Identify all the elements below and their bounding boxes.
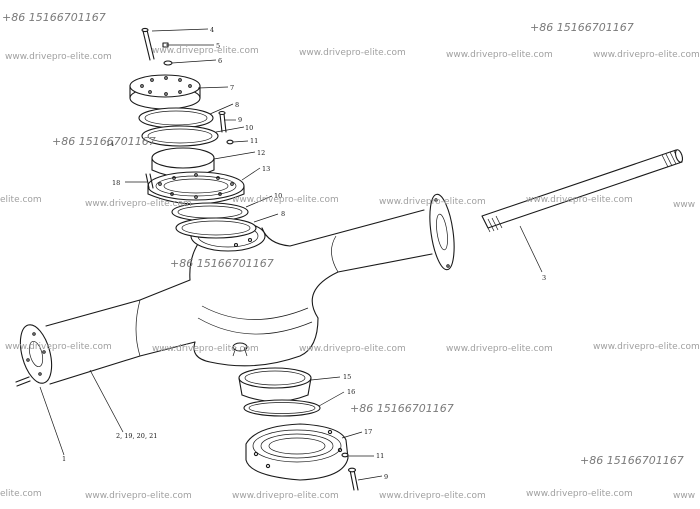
part-label-4: 4: [210, 26, 214, 34]
watermark-site: www: [673, 200, 696, 210]
part-label-13: 13: [262, 165, 270, 173]
part-label-9: 9: [238, 116, 242, 124]
part-label-17: 17: [364, 428, 372, 436]
watermark-site: www.drivepro-elite.com: [593, 50, 700, 60]
watermark-site: www.drivepro-elite.com: [85, 491, 192, 501]
watermark-phone: +86 15166701167: [52, 135, 156, 148]
watermark-site: www.drivepro-elite.com: [5, 52, 112, 62]
watermark-phone: +86 15166701167: [580, 454, 684, 467]
part-label-8: 8: [235, 101, 239, 109]
watermark-phone: +86 15166701167: [170, 257, 274, 270]
watermark-site: elite.com: [0, 195, 42, 205]
watermark-site: www.drivepro-elite.com: [379, 491, 486, 501]
watermark-site: www.drivepro-elite.com: [232, 195, 339, 205]
part-label-15: 15: [343, 373, 351, 381]
lower-stack: [238, 367, 359, 491]
watermark-site: www.drivepro-elite.com: [593, 342, 700, 352]
part-label-6: 6: [218, 57, 222, 65]
axle-housing: [15, 193, 455, 387]
watermark-site: www.drivepro-elite.com: [446, 50, 553, 60]
watermark-site: www.drivepro-elite.com: [526, 195, 633, 205]
watermark-site: www.drivepro-elite.com: [526, 489, 633, 499]
part-label-1: 1: [62, 455, 66, 463]
watermark-site: www.drivepro-elite.com: [5, 342, 112, 352]
part-labels: 4 5 6 7 8 9 10 14 11 12 13 18 10 8 3 15 …: [62, 26, 546, 481]
upper-stack: [129, 27, 257, 239]
part-label-18: 18: [112, 179, 120, 187]
part-label-11: 11: [250, 137, 258, 145]
watermark-site: elite.com: [0, 489, 42, 499]
axle-shaft: [481, 149, 684, 233]
part-label-10-lower: 10: [274, 192, 282, 200]
leader-lines: [39, 28, 543, 481]
part-label-10: 10: [245, 124, 253, 132]
watermark-site: www: [673, 491, 696, 501]
part-label-14: 14: [106, 140, 114, 148]
watermark-site: www.drivepro-elite.com: [152, 46, 259, 56]
part-label-2: 2, 19, 20, 21: [116, 432, 157, 440]
watermark-phone: +86 15166701167: [350, 402, 454, 415]
watermark-site: www.drivepro-elite.com: [299, 344, 406, 354]
part-label-8-lower: 8: [281, 210, 285, 218]
part-label-12: 12: [257, 149, 265, 157]
watermark-phone: +86 15166701167: [2, 11, 106, 24]
watermark-site: www.drivepro-elite.com: [232, 491, 339, 501]
part-label-5: 5: [216, 42, 220, 50]
part-label-16: 16: [347, 388, 355, 396]
part-label-3: 3: [542, 274, 546, 282]
watermark-site: www.drivepro-elite.com: [85, 199, 192, 209]
watermark-site: www.drivepro-elite.com: [446, 344, 553, 354]
watermark-site: www.drivepro-elite.com: [152, 344, 259, 354]
part-label-11-bottom: 11: [376, 452, 384, 460]
part-label-7: 7: [230, 84, 234, 92]
part-label-9-bottom: 9: [384, 473, 388, 481]
watermark-phone: +86 15166701167: [530, 21, 634, 34]
watermark-site: www.drivepro-elite.com: [299, 48, 406, 58]
watermark-site: www.drivepro-elite.com: [379, 197, 486, 207]
